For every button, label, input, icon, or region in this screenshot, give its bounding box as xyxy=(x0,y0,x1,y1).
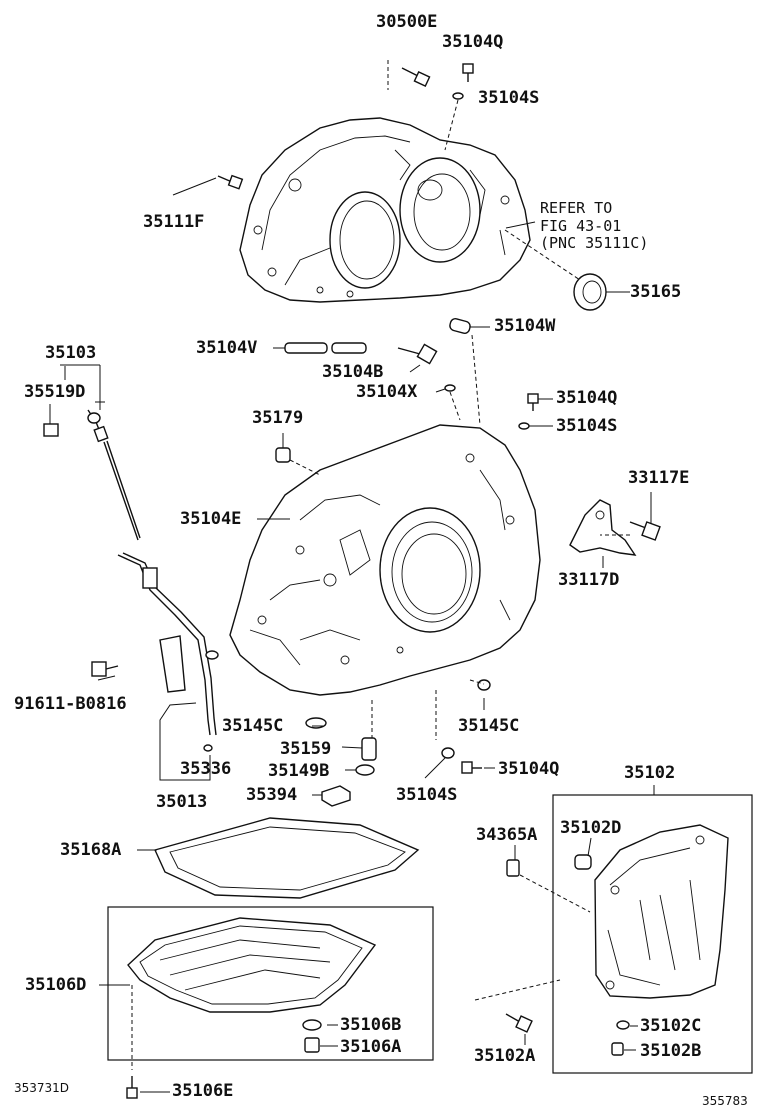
label-35106E: 35106E xyxy=(172,1081,234,1101)
label-35103: 35103 xyxy=(45,343,97,363)
bolt-35106E xyxy=(126,1076,138,1099)
drawing-code-left: 353731D xyxy=(14,1081,70,1095)
label-33117D: 33117D xyxy=(558,570,620,590)
gasket-35168A xyxy=(154,817,420,899)
oring-35104X xyxy=(444,384,456,392)
label-35102C: 35102C xyxy=(640,1016,702,1036)
transfer-case-box xyxy=(552,794,753,1074)
case-35102 xyxy=(594,824,729,999)
oring-35104S-top xyxy=(452,92,464,100)
label-35013: 35013 xyxy=(156,792,208,812)
plug-35102B xyxy=(611,1042,624,1056)
bracket-33117D xyxy=(569,499,637,556)
label-35394: 35394 xyxy=(246,785,298,805)
transaxle-case xyxy=(229,424,541,696)
oring-35102C xyxy=(616,1020,630,1030)
sleeve-35159 xyxy=(361,737,377,761)
label-35102B: 35102B xyxy=(640,1041,702,1061)
label-30500E: 30500E xyxy=(376,12,438,32)
bushing-35102D xyxy=(574,854,592,870)
oring-35336 xyxy=(203,744,213,752)
label-35104X: 35104X xyxy=(356,382,418,402)
tube-35104W xyxy=(449,318,471,334)
label-35104E: 35104E xyxy=(180,509,242,529)
label-35145C-left: 35145C xyxy=(222,716,284,736)
label-35106B: 35106B xyxy=(340,1015,402,1035)
label-34365A: 34365A xyxy=(476,825,538,845)
plug-35179 xyxy=(275,447,291,463)
oil-pan-box xyxy=(107,906,434,1061)
bolt-35104Q-mid xyxy=(527,393,539,411)
label-35104Q-low: 35104Q xyxy=(498,759,560,779)
drawing-code-right: 355783 xyxy=(702,1094,748,1108)
washer-35149B xyxy=(355,764,375,776)
block-35394 xyxy=(321,785,351,807)
label-35102: 35102 xyxy=(624,763,676,783)
label-35102D: 35102D xyxy=(560,818,622,838)
label-35165: 35165 xyxy=(630,282,682,302)
bolt-35104Q-top xyxy=(462,63,474,82)
oil-pan-35106D xyxy=(127,917,377,1013)
label-91611-B0816: 91611-B0816 xyxy=(14,694,127,714)
label-35145C-right: 35145C xyxy=(458,716,520,736)
label-35106A: 35106A xyxy=(340,1037,402,1057)
bolt-91611-B0816 xyxy=(91,661,119,677)
label-35104B: 35104B xyxy=(322,362,384,382)
clip-34365A xyxy=(506,859,520,877)
label-35168A: 35168A xyxy=(60,840,122,860)
label-35102A: 35102A xyxy=(474,1046,536,1066)
label-35111F: 35111F xyxy=(143,212,205,232)
label-35104Q-mid: 35104Q xyxy=(556,388,618,408)
label-35106D: 35106D xyxy=(25,975,87,995)
bolt-35111F xyxy=(217,174,244,190)
label-35104V: 35104V xyxy=(196,338,258,358)
leader-lines xyxy=(49,60,655,1093)
bolt-30500E xyxy=(401,67,431,87)
tube-35104V xyxy=(284,342,367,354)
label-35179: 35179 xyxy=(252,408,304,428)
plug-35106A xyxy=(304,1037,320,1053)
fitting-35104B xyxy=(397,343,438,365)
bolt-35102A xyxy=(505,1013,533,1033)
label-35519D: 35519D xyxy=(24,382,86,402)
oring-35104S-low xyxy=(441,747,455,759)
label-35149B: 35149B xyxy=(268,761,330,781)
label-35159: 35159 xyxy=(280,739,332,759)
seal-35165 xyxy=(573,273,607,311)
guide-tube-35013 xyxy=(117,552,219,736)
oring-35104S-mid xyxy=(518,422,530,430)
dipstick-35103 xyxy=(43,409,141,541)
refer-note: REFER TO FIG 43-01 (PNC 35111C) xyxy=(540,199,649,253)
label-35104W: 35104W xyxy=(494,316,556,336)
label-35104S-mid: 35104S xyxy=(556,416,618,436)
oring-35145C-right xyxy=(477,679,491,691)
label-35104S-low: 35104S xyxy=(396,785,458,805)
transaxle-housing xyxy=(239,117,531,303)
label-33117E: 33117E xyxy=(628,468,690,488)
label-35336: 35336 xyxy=(180,759,232,779)
label-35104S-top: 35104S xyxy=(478,88,540,108)
magnet-35106B xyxy=(302,1019,322,1031)
label-35104Q-top: 35104Q xyxy=(442,32,504,52)
bolt-35104Q-low xyxy=(461,761,482,774)
bolt-33117E xyxy=(629,521,661,541)
